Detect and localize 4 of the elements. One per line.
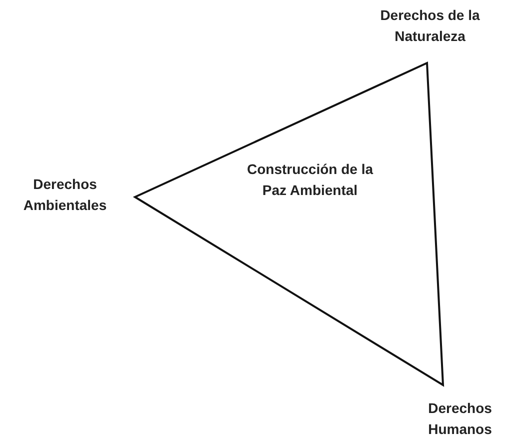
vertex-label: Derechos Humanos	[427, 399, 493, 439]
center-title: Construcción de la Paz Ambiental	[246, 160, 374, 200]
vertex-label: Derechos de la Naturaleza	[379, 6, 481, 46]
vertex-label: Derechos Ambientales	[22, 175, 108, 215]
